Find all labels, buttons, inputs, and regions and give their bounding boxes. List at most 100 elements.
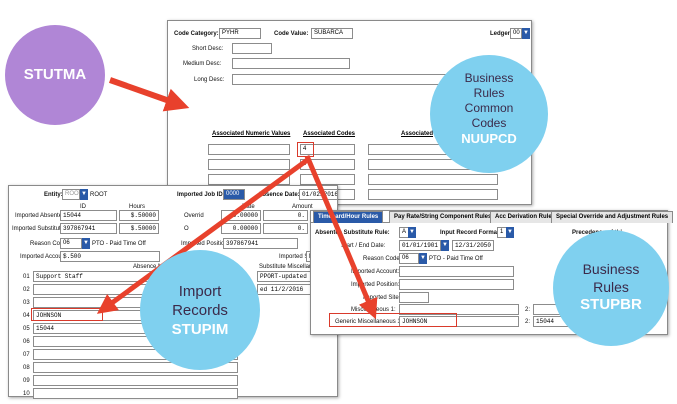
imported-position-field[interactable]: 397867941 (223, 238, 298, 249)
assoc-numeric-field-3[interactable] (208, 174, 290, 185)
imported-absentee-label: Imported Absentee: (15, 213, 68, 219)
col-id-header: ID (80, 204, 86, 210)
ledger-field[interactable]: 00 (510, 28, 522, 39)
imported-substitute-label: Imported Substitute: (12, 226, 66, 232)
assoc-code-field-2[interactable]: 5 (300, 159, 355, 170)
rules-tab[interactable]: Acc Derivation Rules (490, 211, 561, 223)
code-value-field[interactable]: SUBARCA (311, 28, 353, 39)
imported-substitute-hours-field[interactable]: $.50000 (119, 223, 159, 234)
nuupcd-code: NUUPCD (461, 131, 517, 146)
johnson-highlight (31, 308, 103, 321)
rate-field-1[interactable]: 0.00000 (221, 210, 261, 221)
stupbr-line2: Rules (593, 279, 629, 295)
misc1-num2-label: 2: (525, 307, 531, 313)
ledger-dropdown-icon[interactable]: ▼ (522, 28, 530, 39)
short-desc-field[interactable] (232, 43, 272, 54)
absence-date-label: Absence Date: (258, 192, 300, 198)
nuupcd-circle: Business Rules Common Codes NUUPCD (430, 55, 548, 173)
code-value-label: Code Value: (274, 31, 309, 37)
input-record-format-dropdown-icon[interactable]: ▼ (506, 227, 514, 238)
code-category-field[interactable]: PYHR (219, 28, 261, 39)
rules-imported-site-label: Imported Site: (363, 295, 401, 301)
medium-desc-label: Medium Desc: (183, 61, 222, 67)
assoc-code-highlight (297, 142, 314, 157)
medium-desc-field[interactable] (232, 58, 350, 69)
misc-row-number: 03 (23, 300, 30, 306)
imported-absentee-id-field[interactable]: 15044 (60, 210, 117, 221)
start-end-date-label: Start / End Date: (341, 243, 386, 249)
rules-imported-account-field[interactable] (399, 266, 514, 277)
assoc-third-field-4[interactable] (368, 189, 498, 200)
misc-row-number: 01 (23, 274, 30, 280)
nuupcd-line2: Rules (473, 86, 505, 100)
rules-reason-code-field[interactable]: 06 (399, 253, 419, 264)
entity-dropdown-icon[interactable]: ▼ (80, 189, 88, 200)
stupim-code: STUPIM (171, 321, 229, 338)
generic-misc1-highlight (329, 313, 457, 327)
amount-field-1[interactable]: 0. (263, 210, 308, 221)
nuupcd-line4: Codes (471, 116, 507, 130)
stupim-circle: Import Records STUPIM (140, 250, 260, 370)
short-desc-label: Short Desc: (192, 46, 224, 52)
rules-imported-position-label: Imported Position: (351, 282, 400, 288)
rules-tab[interactable]: Timecard/Hour Rules (313, 211, 384, 223)
assoc-code-field-1[interactable]: 4 (300, 144, 355, 155)
entity-field[interactable]: ROOT (62, 189, 80, 200)
misc-row-number: 05 (23, 326, 30, 332)
rules-imported-site-field[interactable] (399, 292, 429, 303)
assoc-third-field-3[interactable] (368, 174, 498, 185)
misc-row-number: 02 (23, 287, 30, 293)
assoc-numeric-header: Associated Numeric Values (212, 131, 291, 137)
rules-reason-code-dropdown-icon[interactable]: ▼ (419, 253, 427, 264)
imported-account-field[interactable]: $.500 (60, 251, 160, 262)
rules-tab[interactable]: Pay Rate/String Component Rules (389, 211, 497, 223)
misc-row-field[interactable] (33, 375, 238, 386)
imported-substitute-id-field[interactable]: 397867941 (60, 223, 117, 234)
assoc-codes-header: Associated Codes (303, 131, 356, 137)
misc-row-number: 10 (23, 391, 30, 397)
nuupcd-line1: Business (464, 71, 514, 85)
job-id-label: Imported Job ID: (177, 192, 225, 198)
stutma-label: STUTMA (23, 66, 87, 83)
override-label-1: Overrid (184, 213, 204, 219)
misc-row-number: 07 (23, 352, 30, 358)
long-desc-label: Long Desc: (194, 77, 225, 83)
stupbr-line1: Business (582, 261, 640, 277)
misc-row-number: 09 (23, 378, 30, 384)
rules-imported-position-field[interactable] (399, 279, 514, 290)
ledger-label: Ledger: (490, 31, 513, 37)
imported-account-label: Imported Account: (20, 254, 69, 260)
misc-row-number: 04 (23, 313, 30, 319)
end-date-field[interactable]: 12/31/2050 (452, 240, 494, 251)
assoc-numeric-field-2[interactable] (208, 159, 290, 170)
absentee-sub-rule-label: Absentee Substitute Rule: (315, 230, 390, 236)
absentee-sub-rule-dropdown-icon[interactable]: ▼ (408, 227, 416, 238)
stupbr-code: STUPBR (580, 296, 642, 313)
amount-field-2[interactable]: 0. (263, 223, 308, 234)
reason-code-dropdown-icon[interactable]: ▼ (82, 238, 90, 249)
job-id-field[interactable]: 0000 (223, 189, 245, 200)
misc1-field[interactable] (399, 304, 519, 315)
assoc-numeric-field-1[interactable] (208, 144, 290, 155)
rules-tab[interactable]: Special Override and Adjustment Rules (551, 211, 674, 223)
absence-date-field[interactable]: 01/02/2016 (299, 189, 338, 200)
stupbr-circle: Business Rules STUPBR (553, 230, 669, 346)
misc-row-field[interactable] (33, 362, 238, 373)
imported-absentee-hours-field[interactable]: $.50000 (119, 210, 159, 221)
start-date-field[interactable]: 01/01/1901 (399, 240, 441, 251)
rules-imported-account-label: Imported Account: (351, 269, 400, 275)
rate-field-2[interactable]: 0.00000 (221, 223, 261, 234)
override-label-2: O (184, 226, 189, 232)
entity-label: Entity: (44, 192, 63, 198)
reason-code-field[interactable]: 06 (60, 238, 82, 249)
input-record-format-label: Input Record Format: (440, 230, 501, 236)
generic-num2-label: 2: (525, 319, 531, 325)
misc-row-field[interactable] (33, 388, 238, 399)
assoc-third-header: Associated (401, 131, 434, 137)
stutma-circle: STUTMA (5, 25, 105, 125)
assoc-code-field-3[interactable] (300, 174, 355, 185)
stupim-line1: Import (178, 283, 222, 300)
generic-misc1-label: Generic Miscellaneous 1: (335, 319, 403, 325)
generic-misc1-field[interactable]: JOHNSON (399, 316, 519, 327)
start-date-calendar-icon[interactable]: ▼ (441, 240, 449, 251)
